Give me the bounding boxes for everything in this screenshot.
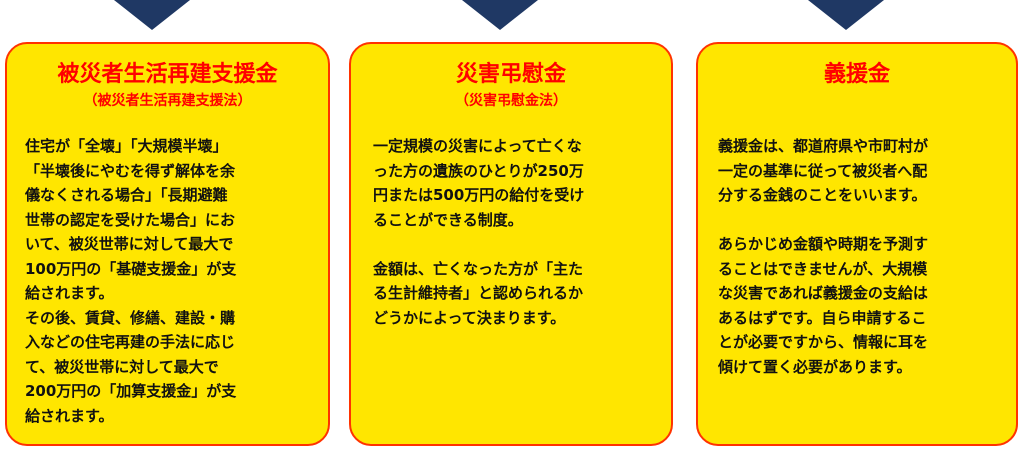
body-line: 分する金銭のことをいいます。: [718, 186, 927, 204]
body-line: 住宅が「全壊」「大規模半壊」: [25, 137, 228, 155]
body-line: その後、賃貸、修繕、建設・購: [25, 308, 236, 327]
body-line: 儀なくされる場合」「長期避難: [25, 186, 228, 204]
card-body: 義援金は、都道府県や市町村が 一定の基準に従って被災者へ配 分する金銭のことをい…: [718, 134, 928, 379]
body-line: あらかじめ金額や時期を予測す: [718, 235, 929, 253]
card-body: 一定規模の災害によって亡くな った方の遺族のひとりが250万 円または500万円…: [373, 134, 584, 330]
card-subtitle: （被災者生活再建支援法）: [83, 93, 252, 109]
card-title: 災害弔慰金: [455, 62, 566, 87]
body-line: 100万円の「基礎支援金」が支: [25, 259, 237, 278]
body-line: 入などの住宅再建の手法に応じ: [25, 333, 236, 351]
body-line: 「半壊後にやむを得ず解体を余: [25, 161, 236, 180]
body-line: 一定規模の災害によって亡くな: [373, 137, 582, 155]
body-line: った方の遺族のひとりが250万: [373, 161, 584, 180]
card-body: 住宅が「全壊」「大規模半壊」 「半壊後にやむを得ず解体を余 儀なくされる場合」「…: [25, 134, 236, 428]
body-line: て、被災世帯に対して最大で: [25, 357, 219, 376]
down-arrow-icon: [462, 0, 538, 30]
card-support-fund: 被災者生活再建支援金 （被災者生活再建支援法） 住宅が「全壊」「大規模半壊」 「…: [5, 42, 330, 446]
card-subtitle: （災害弔慰金法）: [455, 93, 567, 109]
body-line: 円または500万円の給付を受け: [373, 186, 585, 204]
body-line: 給されます。: [25, 284, 114, 302]
body-line: 傾けて置く必要があります。: [718, 357, 912, 376]
card-relief-donations: 義援金 義援金は、都道府県や市町村が 一定の基準に従って被災者へ配 分する金銭の…: [696, 42, 1018, 446]
body-line: とが必要ですから、情報に耳を: [718, 333, 929, 351]
body-line: 200万円の「加算支援金」が支: [25, 382, 237, 400]
body-line: どうかによって決まります。: [373, 308, 566, 327]
body-line: 給されます。: [25, 406, 114, 425]
card-title: 被災者生活再建支援金: [57, 62, 278, 87]
body-line: 世帯の認定を受けた場合」にお: [25, 210, 236, 229]
body-line: る生計維持者」と認められるか: [373, 284, 584, 302]
body-line: いて、被災世帯に対して最大で: [25, 235, 234, 253]
body-line: ることができる制度。: [373, 210, 523, 229]
card-condolence-money: 災害弔慰金 （災害弔慰金法） 一定規模の災害によって亡くな った方の遺族のひとり…: [349, 42, 673, 446]
card-title: 義援金: [823, 62, 890, 87]
body-line: ることはできませんが、大規模: [718, 259, 928, 278]
paragraph-gap: [718, 208, 928, 233]
body-line: 一定の基準に従って被災者へ配: [718, 161, 928, 180]
down-arrow-icon: [114, 0, 190, 30]
body-line: 義援金は、都道府県や市町村が: [718, 137, 929, 155]
paragraph-gap: [373, 232, 584, 257]
body-line: 金額は、亡くなった方が「主た: [373, 259, 584, 278]
down-arrow-icon: [808, 0, 884, 30]
body-line: な災害であれば義援金の支給は: [718, 284, 928, 302]
body-line: あるはずです。自ら申請するこ: [718, 308, 927, 327]
